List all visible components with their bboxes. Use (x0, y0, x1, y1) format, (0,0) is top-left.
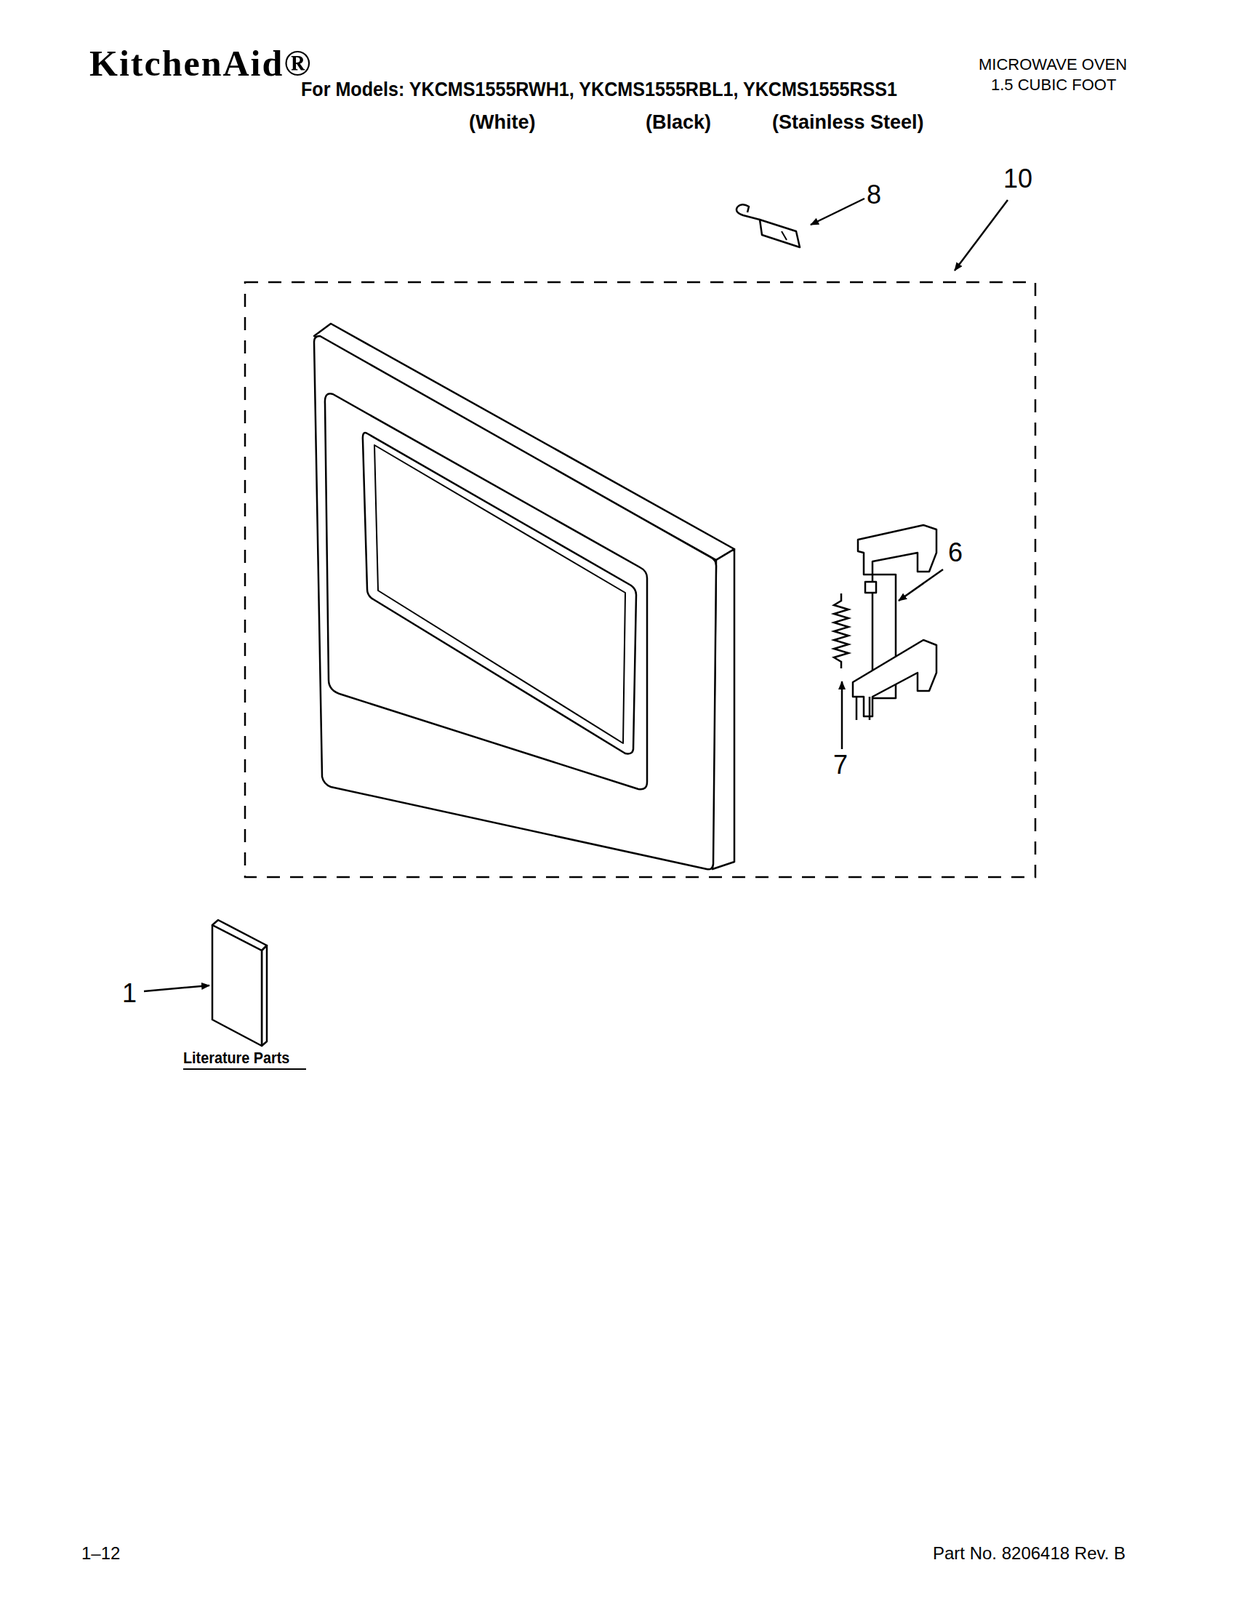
product-type: MICROWAVE OVEN (978, 56, 1127, 73)
assembly-outline (245, 282, 1036, 877)
callout-number: 10 (1003, 165, 1033, 192)
callout-number: 1 (122, 980, 137, 1007)
color-note: (Stainless Steel) (772, 112, 925, 133)
product-size: 1.5 CUBIC FOOT (990, 77, 1117, 94)
part-number: Part No. 8206418 Rev. B (932, 1544, 1126, 1562)
spring-drawing (833, 593, 849, 669)
page-number: 1–12 (81, 1544, 120, 1562)
color-note: (Black) (645, 112, 712, 133)
callout-number: 8 (866, 181, 882, 208)
color-note: (White) (468, 112, 536, 133)
door-drawing (314, 323, 735, 869)
callout-number: 6 (948, 539, 963, 566)
callout-number: 7 (833, 751, 848, 778)
clip-drawing (736, 204, 800, 248)
section-label: Literature Parts (183, 1049, 290, 1066)
leader-lines (143, 198, 1008, 991)
model-list: For Models: YKCMS1555RWH1, YKCMS1555RBL1… (301, 79, 898, 100)
latch-drawing (852, 524, 937, 720)
brand-logo: KitchenAid® (89, 45, 313, 82)
literature-drawing (212, 919, 267, 1046)
underline (183, 1068, 307, 1070)
